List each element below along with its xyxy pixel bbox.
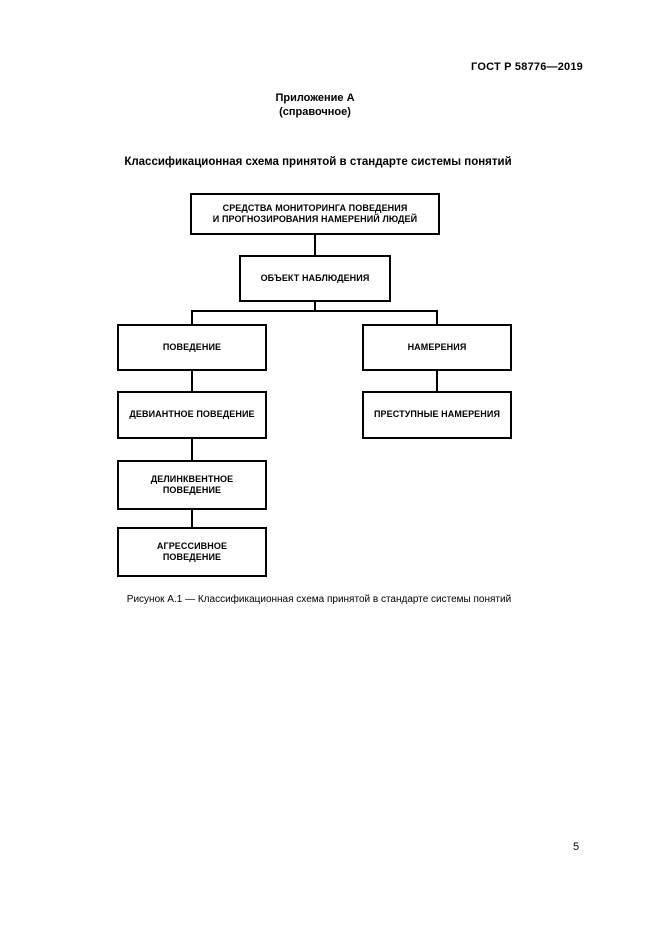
connector-deviant-to-delinquent [191, 438, 193, 461]
node-observation-object: ОБЪЕКТ НАБЛЮДЕНИЯ [239, 255, 391, 302]
connector-intentions-to-criminal [436, 370, 438, 392]
node-delinquent-behavior: ДЕЛИНКВЕНТНОЕ ПОВЕДЕНИЕ [117, 460, 267, 510]
node-monitoring-tools: СРЕДСТВА МОНИТОРИНГА ПОВЕДЕНИЯ И ПРОГНОЗ… [190, 193, 440, 235]
connector-branch-right [436, 311, 438, 325]
connector-behavior-to-deviant [191, 370, 193, 392]
connector-object-stub [314, 300, 316, 312]
page-number: 5 [573, 841, 580, 853]
node-criminal-intentions: ПРЕСТУПНЫЕ НАМЕРЕНИЯ [362, 391, 512, 439]
connector-delinquent-to-aggressive [191, 509, 193, 528]
appendix-subtitle: (справочное) [279, 106, 351, 118]
connector-branch-horizontal [191, 310, 438, 312]
appendix-title: Приложение А [275, 92, 355, 104]
node-intentions: НАМЕРЕНИЯ [362, 324, 512, 371]
node-behavior: ПОВЕДЕНИЕ [117, 324, 267, 371]
appendix-heading: Приложение А (справочное) [0, 91, 630, 119]
node-aggressive-behavior: АГРЕССИВНОЕ ПОВЕДЕНИЕ [117, 527, 267, 577]
connector-branch-left [191, 311, 193, 325]
section-title: Классификационная схема принятой в станд… [124, 156, 512, 168]
node-deviant-behavior: ДЕВИАНТНОЕ ПОВЕДЕНИЕ [117, 391, 267, 439]
classification-diagram: СРЕДСТВА МОНИТОРИНГА ПОВЕДЕНИЯ И ПРОГНОЗ… [117, 193, 512, 577]
connector-root-to-object [314, 233, 316, 256]
figure-caption: Рисунок А.1 — Классификационная схема пр… [126, 594, 512, 605]
standard-reference: ГОСТ Р 58776—2019 [471, 61, 583, 73]
